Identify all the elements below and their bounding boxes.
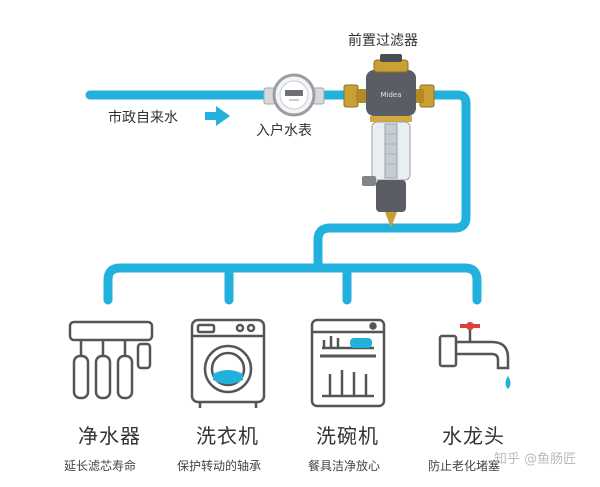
pre-filter-label: 前置过滤器 (348, 33, 418, 49)
water-purifier-icon (68, 320, 154, 400)
outlet-name-purifier: 净水器 (78, 424, 141, 448)
outlet-desc-washer: 保护转动的轴承 (177, 459, 262, 473)
brand-mark: Midea (380, 91, 401, 99)
outlet-name-washer: 洗衣机 (196, 424, 259, 448)
faucet-icon (438, 322, 511, 389)
outlet-name-dishwasher: 洗碗机 (316, 424, 379, 448)
filter-outlet-pipe (313, 90, 471, 273)
watermark: 知乎 @鱼肠匠 (494, 452, 577, 467)
outlet-name-faucet: 水龙头 (442, 424, 505, 448)
water-meter-icon (263, 73, 325, 117)
outlet-desc-purifier: 延长滤芯寿命 (64, 459, 137, 473)
outlet-desc-dishwasher: 餐具洁净放心 (308, 459, 381, 473)
dishwasher-icon (310, 318, 386, 408)
outlet-desc-faucet: 防止老化堵塞 (428, 459, 501, 473)
source-label: 市政自来水 (108, 110, 178, 126)
flow-arrow-icon (205, 106, 230, 126)
washing-machine-icon (190, 318, 266, 408)
pre-filter-icon: Midea (343, 54, 435, 228)
distribution-pipe (103, 263, 482, 305)
meter-label: 入户水表 (256, 123, 312, 139)
